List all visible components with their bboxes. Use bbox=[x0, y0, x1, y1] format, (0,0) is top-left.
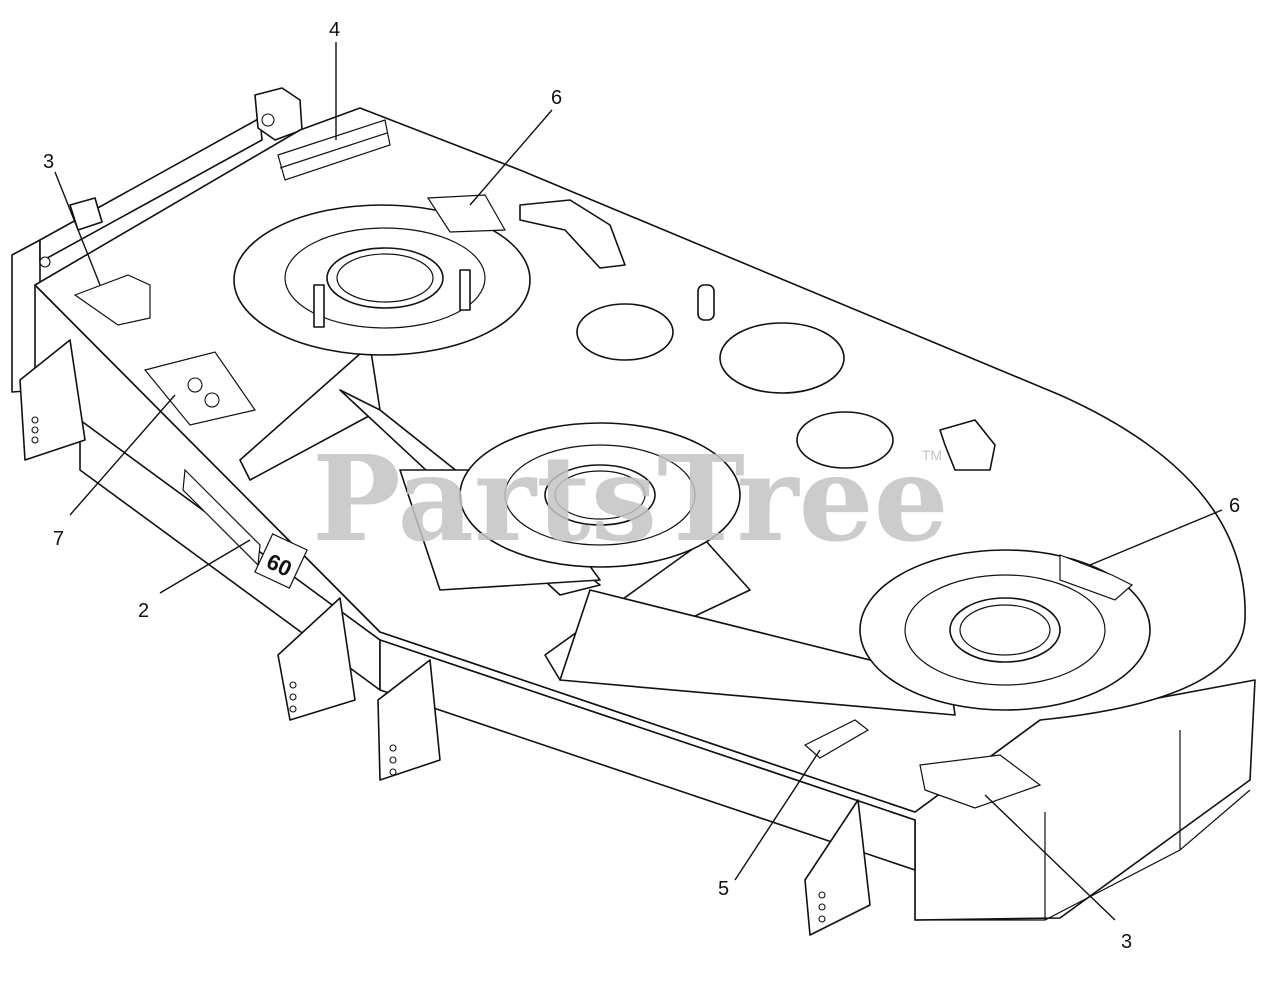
leader-3-bottom bbox=[984, 794, 1116, 921]
decal-5 bbox=[803, 719, 870, 759]
leader-lines bbox=[54, 42, 1223, 921]
decal-3-bottom bbox=[919, 754, 1042, 809]
idler-covers bbox=[519, 199, 996, 471]
callout-3-bottom: 3 bbox=[1121, 931, 1132, 953]
decal-6-right bbox=[1059, 554, 1134, 601]
decal-2: 60 bbox=[182, 468, 308, 589]
leader-3-left bbox=[54, 171, 101, 286]
callout-2: 2 bbox=[138, 600, 149, 622]
leader-2 bbox=[159, 539, 251, 594]
callout-6-right: 6 bbox=[1229, 495, 1240, 517]
watermark-text: PartsTree bbox=[312, 429, 949, 568]
callouts: 4 6 3 7 2 6 5 3 bbox=[43, 19, 1240, 953]
spindle-right bbox=[859, 549, 1151, 711]
leader-6-top bbox=[469, 109, 553, 206]
decal-7 bbox=[143, 351, 256, 426]
leader-5 bbox=[734, 749, 821, 881]
callout-4: 4 bbox=[329, 19, 340, 41]
callout-5: 5 bbox=[718, 878, 729, 900]
callout-6-top: 6 bbox=[551, 87, 562, 109]
leader-6-right bbox=[1089, 509, 1223, 566]
callout-7: 7 bbox=[53, 528, 64, 550]
spindle-center bbox=[459, 422, 741, 568]
decal-6-top bbox=[426, 194, 507, 233]
front-brackets bbox=[19, 339, 871, 936]
watermark: PartsTree TM bbox=[312, 429, 949, 568]
watermark-trademark: TM bbox=[922, 447, 942, 463]
rear-mount-plate bbox=[11, 87, 303, 393]
callout-3-left: 3 bbox=[43, 151, 54, 173]
leader-7 bbox=[69, 394, 176, 516]
decal-4 bbox=[277, 119, 391, 181]
spindle-left bbox=[233, 204, 531, 356]
decal-3-left bbox=[73, 274, 151, 326]
